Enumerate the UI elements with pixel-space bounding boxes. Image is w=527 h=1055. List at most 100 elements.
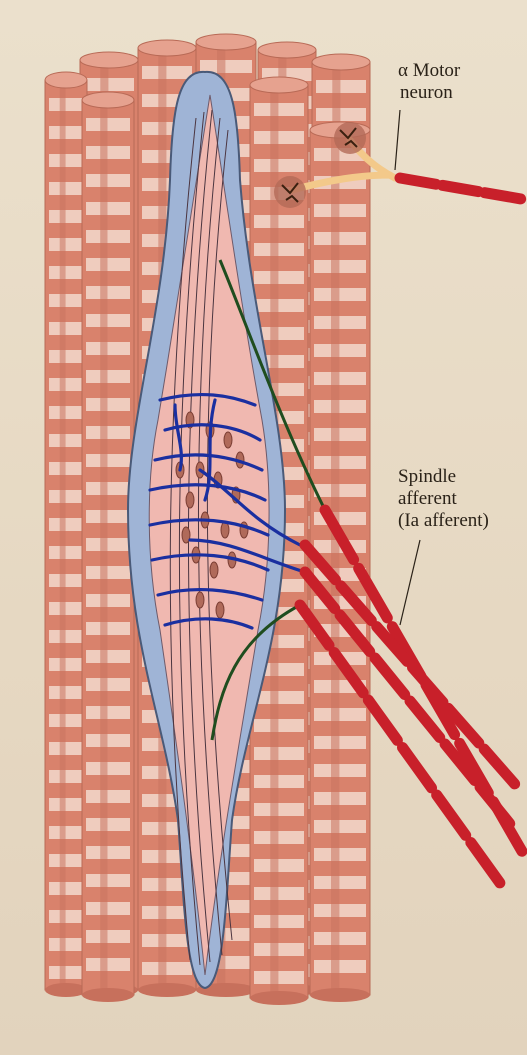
striation-band [254,691,304,704]
striation-band [314,792,366,805]
fiber-end [196,34,256,50]
striation-band [49,434,83,447]
fiber-end [82,988,134,1002]
striation-band [49,966,83,979]
striation-band [86,230,130,243]
striation-band [86,174,130,187]
myelin-segment [400,178,436,184]
fiber-end [80,52,138,68]
striation-band [49,462,83,475]
striation-band [84,78,134,91]
fiber-end [258,42,316,58]
striation-band [142,934,192,947]
striation-band [49,126,83,139]
striation-band [49,294,83,307]
label-line: (Ia afferent) [398,510,489,532]
striation-band [314,456,366,469]
striation-band [49,266,83,279]
striation-band [86,930,130,943]
striation-band [254,103,304,116]
striation-band [254,943,304,956]
label-line: afferent [398,488,489,510]
striation-band [49,322,83,335]
nerve-fiber [400,178,521,199]
striation-band [314,288,366,301]
striation-band [86,818,130,831]
striation-band [314,904,366,917]
striation-band [49,770,83,783]
striation-band [86,678,130,691]
striation-band [314,820,366,833]
myelin-segment [375,658,405,695]
myelin-segment [442,185,478,191]
striation-band [254,747,304,760]
striation-band [314,764,366,777]
striation-band [254,299,304,312]
striation-band [254,159,304,172]
striation-band [86,202,130,215]
label-alpha-motor-neuron: α Motor neuron [398,60,460,104]
fiber-end [250,77,308,93]
striation-band [86,258,130,271]
striation-band [86,594,130,607]
striation-band [49,658,83,671]
striation-band [86,762,130,775]
striation-band [86,482,130,495]
label-spindle-afferent: Spindle afferent (Ia afferent) [398,466,489,532]
fiber-end [138,40,196,56]
fiber-shade [100,100,107,995]
striation-band [254,775,304,788]
striation-band [86,734,130,747]
striation-band [49,518,83,531]
striation-band [314,960,366,973]
striation-band [49,546,83,559]
striation-band [86,286,130,299]
myelin-segment [485,193,521,199]
label-line: neuron [398,82,460,104]
striation-band [49,574,83,587]
fiber-shade [60,80,66,990]
fiber-end [310,988,370,1002]
striation-band [314,232,366,245]
striation-band [49,378,83,391]
striation-band [86,342,130,355]
striation-band [254,831,304,844]
striation-band [49,882,83,895]
striation-band [49,602,83,615]
striation-band [49,350,83,363]
striation-band [316,80,366,93]
striation-band [254,859,304,872]
striation-band [314,932,366,945]
striation-band [314,344,366,357]
striation-band [254,971,304,984]
striation-band [314,260,366,273]
fiber-end [312,54,370,70]
motor-end-plate [334,122,366,154]
label-line: Spindle [398,466,489,488]
fiber-shade [331,130,339,995]
fiber-end [250,991,308,1005]
striation-band [142,962,192,975]
striation-band [254,243,304,256]
fiber-end [82,92,134,108]
striation-band [49,98,83,111]
fiber-end [45,72,87,88]
striation-band [49,854,83,867]
striation-band [314,400,366,413]
nucleus [224,432,232,448]
striation-band [86,874,130,887]
striation-band [49,210,83,223]
striation-band [314,428,366,441]
striation-band [254,915,304,928]
striation-band [49,490,83,503]
striation-band [254,887,304,900]
myelin-segment [480,787,510,824]
nucleus [221,522,229,538]
striation-band [49,182,83,195]
striation-band [86,650,130,663]
striation-band [49,938,83,951]
nucleus [216,602,224,618]
striation-band [86,706,130,719]
striation-band [86,314,130,327]
